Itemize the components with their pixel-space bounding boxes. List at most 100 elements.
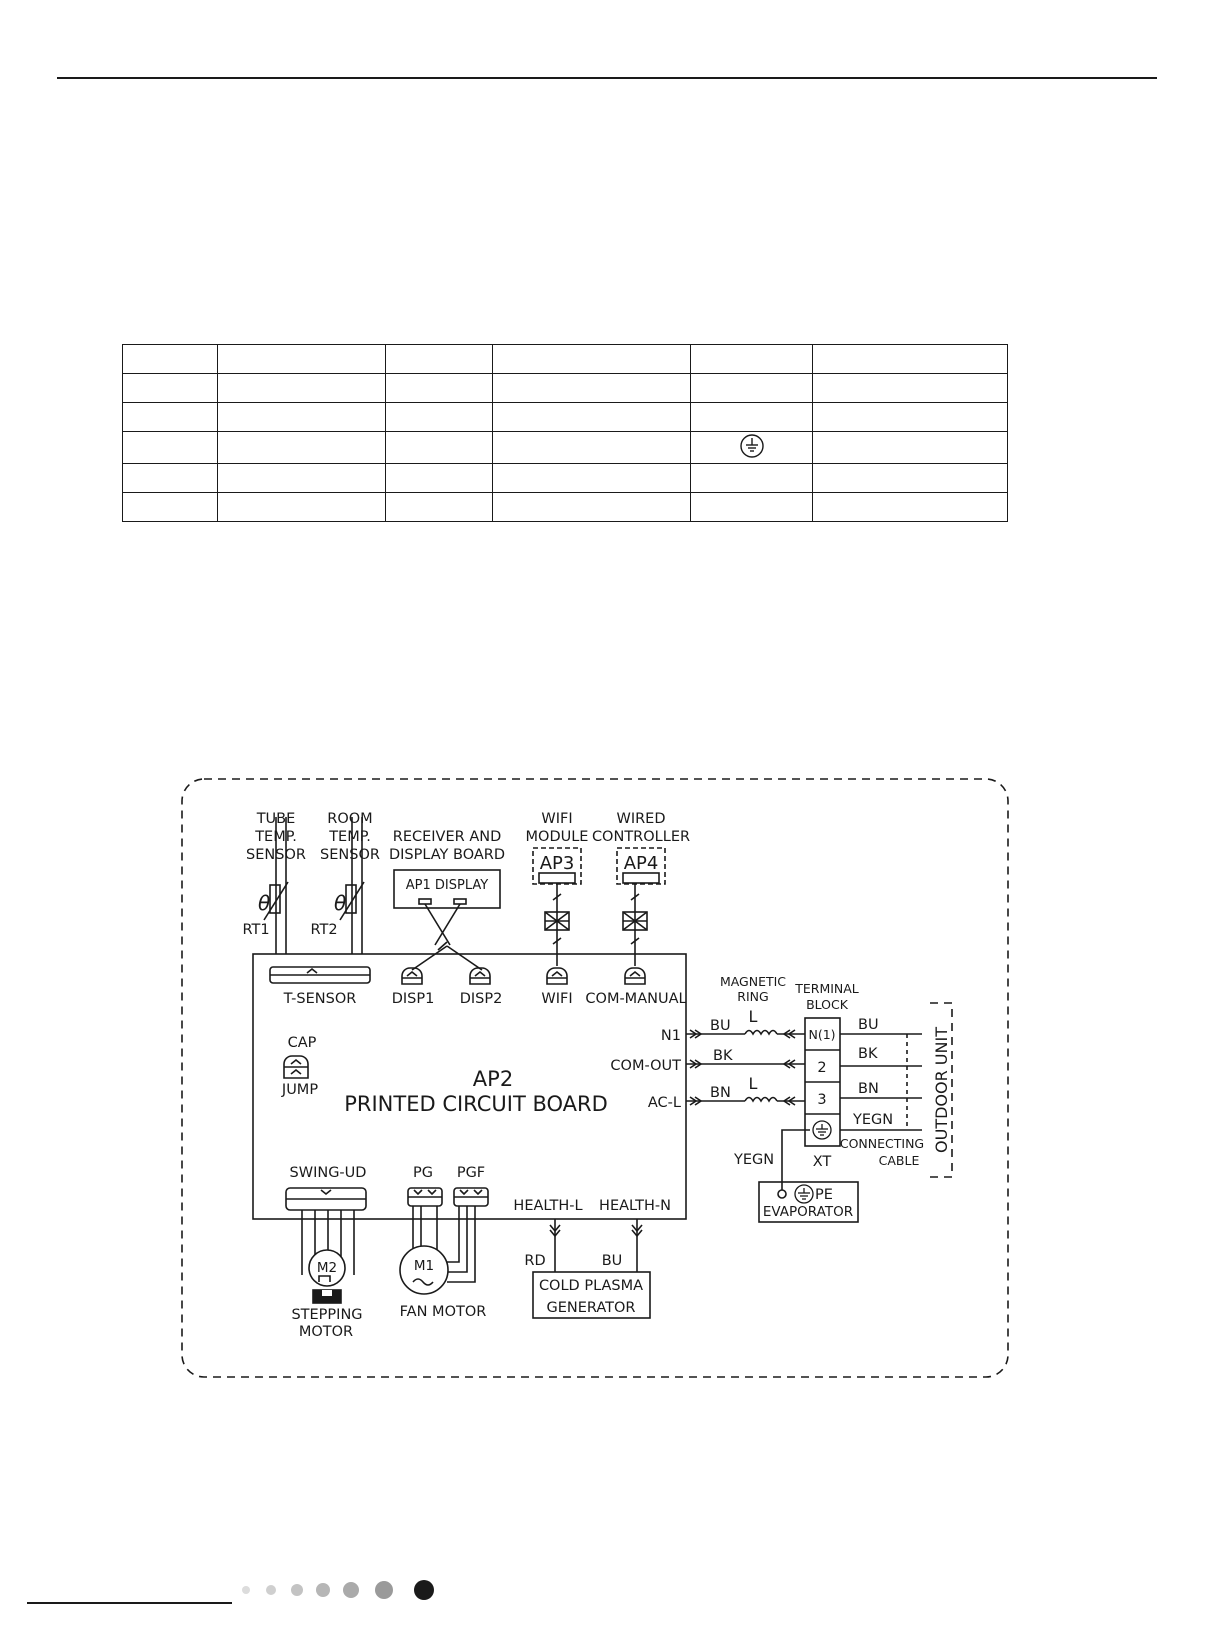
terminal-n1-label: N(1)	[808, 1027, 835, 1042]
table-cell	[121, 491, 219, 523]
receiver-label-2: DISPLAY BOARD	[389, 847, 505, 863]
t-sensor-connector	[269, 966, 371, 984]
terminal-block-label-2: BLOCK	[806, 997, 849, 1012]
wire-bu-out-label: BU	[858, 1017, 879, 1033]
page-dot	[291, 1584, 303, 1596]
wire-bu-in-label: BU	[710, 1018, 731, 1034]
table-cell	[812, 402, 1008, 433]
terminal-2-label: 2	[817, 1060, 826, 1076]
m2-label: M2	[317, 1260, 337, 1276]
table-cell	[217, 491, 386, 523]
room-sensor-label-1: ROOM	[327, 811, 372, 827]
table-cell	[121, 373, 219, 404]
rt2-label: RT2	[310, 922, 337, 938]
theta-icon: θ	[334, 891, 346, 915]
pcb-title: PRINTED CIRCUIT BOARD	[344, 1092, 608, 1116]
wire-yegn-ground-label: YEGN	[733, 1152, 774, 1168]
pgf-connector	[453, 1187, 489, 1207]
connecting-cable-label-1: CONNECTING	[840, 1136, 924, 1151]
ap2-label: AP2	[473, 1067, 513, 1091]
wire-bk-out-label: BK	[858, 1046, 878, 1062]
page-dot	[375, 1581, 393, 1599]
table-cell	[121, 462, 219, 493]
tube-sensor-label-1: TUBE	[256, 811, 296, 827]
top-rule	[57, 77, 1157, 79]
ac-l-label: AC-L	[648, 1095, 681, 1111]
terminal-block-label-1: TERMINAL	[794, 981, 859, 996]
ground-icon	[739, 433, 764, 458]
pg-connector	[407, 1187, 443, 1207]
tube-sensor-label-2: TEMP.	[254, 829, 297, 845]
fan-motor-label: FAN MOTOR	[400, 1304, 487, 1320]
disp2-connector	[469, 967, 491, 985]
bottom-rule	[27, 1602, 232, 1604]
table-cell	[689, 491, 814, 523]
table-cell	[121, 402, 219, 433]
plasma-label-2: GENERATOR	[546, 1300, 635, 1316]
table-cell	[217, 462, 386, 493]
xt-label: XT	[813, 1154, 832, 1170]
swing-ud-label: SWING-UD	[290, 1165, 367, 1181]
table-cell	[689, 402, 814, 433]
magnetic-ring-n	[744, 1029, 778, 1036]
health-n-label: HEALTH-N	[599, 1198, 671, 1214]
magnetic-ring-label-2: RING	[737, 989, 768, 1004]
wired-controller-label-1: WIRED	[616, 811, 665, 827]
table-cell	[812, 431, 1008, 464]
pe-ground-icon	[794, 1184, 814, 1204]
magnetic-ring-l	[744, 1096, 778, 1103]
room-sensor	[339, 817, 365, 954]
pcb-box	[252, 953, 687, 1220]
ap1-display-box	[393, 869, 501, 909]
wifi-module-label-2: MODULE	[526, 829, 589, 845]
page-dot	[316, 1583, 330, 1597]
table-row	[121, 373, 1008, 404]
stepping-motor-icon	[308, 1249, 346, 1287]
legend-table	[121, 343, 1008, 523]
ap3-label: AP3	[540, 853, 575, 874]
terminal-block	[804, 1017, 841, 1147]
table-row	[121, 491, 1008, 523]
table-cell	[689, 462, 814, 493]
outdoor-unit-label: OUTDOOR UNIT	[932, 1027, 951, 1153]
table-cell	[384, 373, 494, 404]
swing-ud-connector	[285, 1187, 367, 1211]
n1-label: N1	[661, 1028, 681, 1044]
table-cell	[689, 373, 814, 404]
table-cell	[689, 431, 814, 464]
jump-connector	[283, 1055, 309, 1079]
table-cell	[492, 491, 691, 523]
wire-rd-label: RD	[524, 1253, 545, 1269]
ap1-display-label: AP1 DISPLAY	[406, 878, 488, 893]
page-dot	[242, 1586, 250, 1594]
table-cell	[812, 462, 1008, 493]
wifi-label: WIFI	[541, 991, 572, 1007]
table-row	[121, 402, 1008, 433]
table-cell	[812, 373, 1008, 404]
controller-plug	[622, 911, 648, 931]
table-cell	[689, 343, 814, 375]
table-cell	[384, 431, 494, 464]
room-sensor-label-2: TEMP.	[328, 829, 371, 845]
ap4-label: AP4	[624, 853, 659, 874]
jump-label: JUMP	[281, 1082, 318, 1098]
evaporator-box	[758, 1181, 859, 1223]
evaporator-label: EVAPORATOR	[763, 1204, 853, 1220]
table-cell	[492, 431, 691, 464]
receiver-label-1: RECEIVER AND	[393, 829, 502, 845]
wire-bn-out-label: BN	[858, 1081, 879, 1097]
com-manual-label: COM-MANUAL	[585, 991, 686, 1007]
stepping-motor-label-2: MOTOR	[299, 1324, 353, 1340]
wire-bn-in-label: BN	[710, 1085, 731, 1101]
t-sensor-label: T-SENSOR	[283, 991, 357, 1007]
room-sensor-label-3: SENSOR	[320, 847, 380, 863]
disp1-connector	[401, 967, 423, 985]
table-cell	[812, 491, 1008, 523]
table-row	[121, 431, 1008, 464]
terminal-3-label: 3	[817, 1092, 826, 1108]
page-dot	[414, 1580, 434, 1600]
table-cell	[384, 491, 494, 523]
connecting-cable-label-2: CABLE	[879, 1153, 920, 1168]
wifi-plug	[544, 911, 570, 931]
table-cell	[217, 373, 386, 404]
